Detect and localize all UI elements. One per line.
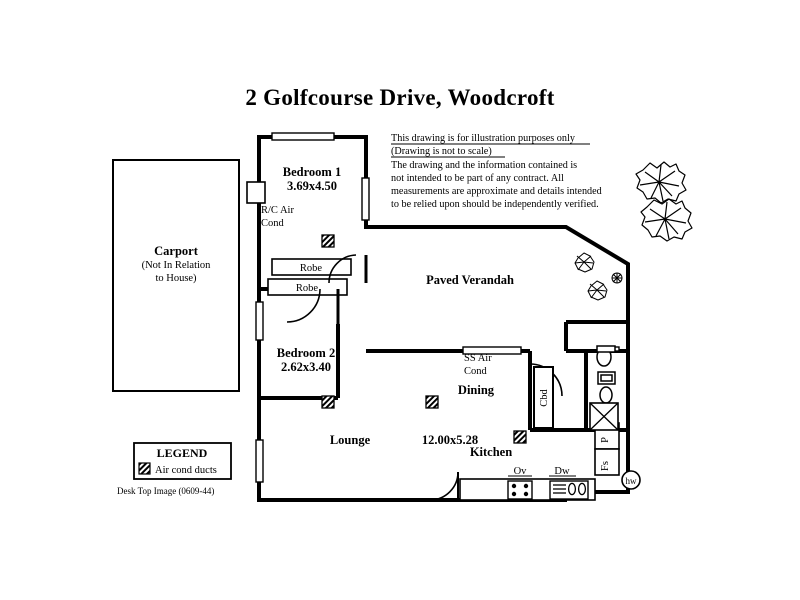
cupboard-outline: [533, 366, 554, 429]
rc-air-cond-label-line-2: Cond: [261, 218, 285, 229]
rc-air-cond-unit-icon: [246, 181, 266, 204]
bedroom1-label: Bedroom 1: [283, 165, 341, 179]
legend-title: LEGEND: [157, 446, 208, 460]
door-bedroom2: [286, 288, 321, 323]
toilet-icon: [596, 345, 616, 367]
shrub-icon-1: [574, 252, 595, 273]
legend-item-label: Air cond ducts: [155, 465, 217, 476]
window-bedroom1-right: [361, 177, 370, 221]
robe-lower-label: Robe: [296, 283, 319, 294]
robe-lower-outline: [267, 278, 348, 296]
air-duct-icon-bedroom1: [321, 234, 335, 248]
ss-air-cond-label-line-1: SS Air: [464, 353, 492, 364]
shrub-icon-3: [611, 272, 623, 284]
cooktop-icon: [507, 480, 533, 500]
window-lounge-left: [255, 439, 264, 483]
windows: [255, 132, 620, 483]
carport-sub-line-1: (Not In Relation: [142, 260, 212, 271]
shrub-icon-2: [587, 280, 608, 301]
air-duct-icon-dining: [425, 395, 439, 409]
lounge-label: Lounge: [330, 433, 371, 447]
ss-air-cond-label-line-2: Cond: [464, 366, 488, 377]
window-dining-top: [462, 346, 522, 355]
pantry-label: P: [600, 437, 611, 443]
window-bedroom2-left: [255, 301, 264, 341]
fridge-label: Fs: [600, 461, 611, 471]
basin-icon: [597, 371, 616, 404]
disclaimer-line-1: This drawing is for illustration purpose…: [391, 133, 576, 144]
hot-water-icon: hw: [621, 470, 641, 490]
tree-icon-upper: [635, 161, 687, 204]
page-title: 2 Golfcourse Drive, Woodcroft: [245, 85, 554, 110]
dining-label: Dining: [458, 383, 495, 397]
hot-water-label: hw: [626, 476, 638, 486]
carport-block: Carport (Not In Relation to House): [112, 159, 240, 392]
bedroom2-dimensions: 2.62x3.40: [281, 360, 331, 374]
dishwasher-label: Dw: [554, 466, 570, 477]
disclaimer-line-4: not intended to be part of any contract.…: [391, 173, 564, 184]
window-bedroom1-top: [271, 132, 335, 141]
bedroom2-label: Bedroom 2: [277, 346, 335, 360]
fridge-outline: [594, 448, 620, 476]
kitchen-label: Kitchen: [470, 445, 512, 459]
verandah-label: Paved Verandah: [426, 273, 514, 287]
rc-air-cond-label-line-1: R/C Air: [261, 205, 294, 216]
robe-lower: Robe: [267, 278, 348, 296]
carport-sub-line-2: to House): [155, 273, 197, 284]
disclaimer-block: This drawing is for illustration purpose…: [391, 133, 602, 210]
fridge-block: Fs: [594, 448, 620, 476]
disclaimer-line-6: to be relied upon should be independentl…: [391, 199, 599, 210]
door-bedroom1: [328, 254, 357, 284]
room-bedroom-1: Bedroom 1 3.69x4.50: [283, 165, 341, 193]
bedroom1-dimensions: 3.69x4.50: [287, 179, 337, 193]
verandah-diagonal-edge: [565, 226, 629, 265]
air-duct-icon-bedroom2: [321, 395, 335, 409]
room-bedroom-2: Bedroom 2 2.62x3.40: [277, 346, 335, 374]
cupboard-label: Cbd: [539, 389, 550, 407]
cupboard-block: Cbd: [533, 366, 554, 429]
lounge-dimensions: 12.00x5.28: [422, 433, 478, 447]
legend-box: LEGEND Air cond ducts: [133, 442, 232, 480]
sink-icon: [549, 480, 589, 500]
carport-outline: [112, 159, 240, 392]
carport-label: Carport: [154, 244, 199, 258]
tree-icon-lower: [640, 198, 693, 242]
legend-air-duct-icon: [138, 462, 151, 475]
disclaimer-line-3: The drawing and the information containe…: [391, 160, 577, 171]
oven-label: Ov: [514, 466, 528, 477]
robe-upper-label: Robe: [300, 263, 323, 274]
disclaimer-line-5: measurements are approximate and details…: [391, 186, 602, 197]
air-duct-icon-kitchen: [513, 430, 527, 444]
shower-icon: [589, 402, 619, 431]
disclaimer-line-2: (Drawing is not to scale): [391, 146, 492, 157]
credit-text: Desk Top Image (0609-44): [117, 486, 214, 496]
